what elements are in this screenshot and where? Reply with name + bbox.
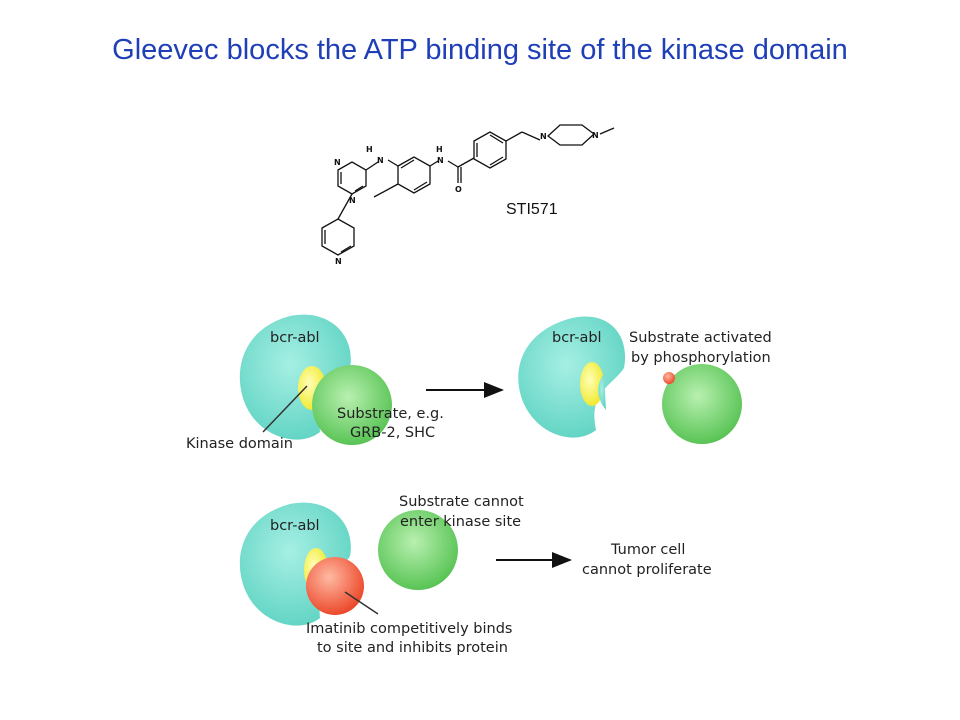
substrate-label-line1: Substrate, e.g.: [337, 406, 444, 422]
atom-n: N: [592, 131, 599, 140]
atom-nh: N: [437, 156, 444, 165]
panel-inhibited: bcr-abl Substrate cannot enter kinase si…: [239, 494, 712, 656]
sti571-label: STI571: [506, 201, 558, 218]
pyrimidine-ring: [337, 161, 367, 195]
kinase-domain: [580, 362, 604, 406]
protein-label: bcr-abl: [270, 518, 320, 534]
atom-n: N: [540, 132, 547, 141]
protein-label: bcr-abl: [270, 330, 320, 346]
benzoyl-ring: [473, 131, 507, 169]
sti571-structure: N N N H N H N O N N STI571: [321, 124, 615, 266]
atom-n: N: [334, 158, 341, 167]
bcr-abl-protein: [239, 314, 351, 440]
protein-label: bcr-abl: [552, 330, 602, 346]
panel-binding: bcr-abl Substrate, e.g. GRB-2, SHC Kinas…: [186, 314, 504, 452]
atom-n: N: [335, 257, 342, 266]
atom-h: H: [366, 145, 373, 154]
tumor-label-line2: cannot proliferate: [582, 562, 712, 578]
imatinib-molecule: [306, 557, 364, 615]
atom-nh: N: [377, 156, 384, 165]
kinase-pocket: [598, 374, 606, 410]
atom-n: N: [349, 196, 356, 205]
slide-title: Gleevec blocks the ATP binding site of t…: [112, 34, 848, 66]
phosphate-group: [663, 372, 675, 384]
substrate-label-line2: GRB-2, SHC: [350, 425, 435, 441]
imatinib-label-line1: Imatinib competitively binds: [306, 621, 512, 637]
substrate: [378, 510, 458, 590]
atom-h: H: [436, 145, 443, 154]
atom-o: O: [455, 185, 462, 194]
kinase-domain-label: Kinase domain: [186, 436, 293, 452]
panel-activated: bcr-abl Substrate activated by phosphory…: [518, 316, 772, 444]
cannot-enter-label-line1: Substrate cannot: [399, 494, 524, 510]
bcr-abl-protein: [518, 316, 626, 438]
pyridine-ring: [321, 193, 355, 256]
kinase-pointer-line: [262, 385, 308, 433]
piperazine-ring: [546, 124, 615, 146]
substrate: [312, 365, 392, 445]
activated-label-line1: Substrate activated: [629, 330, 772, 346]
imatinib-pointer-line: [344, 591, 379, 615]
tumor-label-line1: Tumor cell: [610, 542, 685, 558]
methylphenyl-ring: [373, 156, 431, 198]
activated-label-line2: by phosphorylation: [631, 350, 771, 366]
substrate: [662, 364, 742, 444]
imatinib-label-line2: to site and inhibits protein: [317, 640, 508, 656]
cannot-enter-label-line2: enter kinase site: [400, 514, 521, 530]
bcr-abl-protein: [239, 502, 351, 626]
